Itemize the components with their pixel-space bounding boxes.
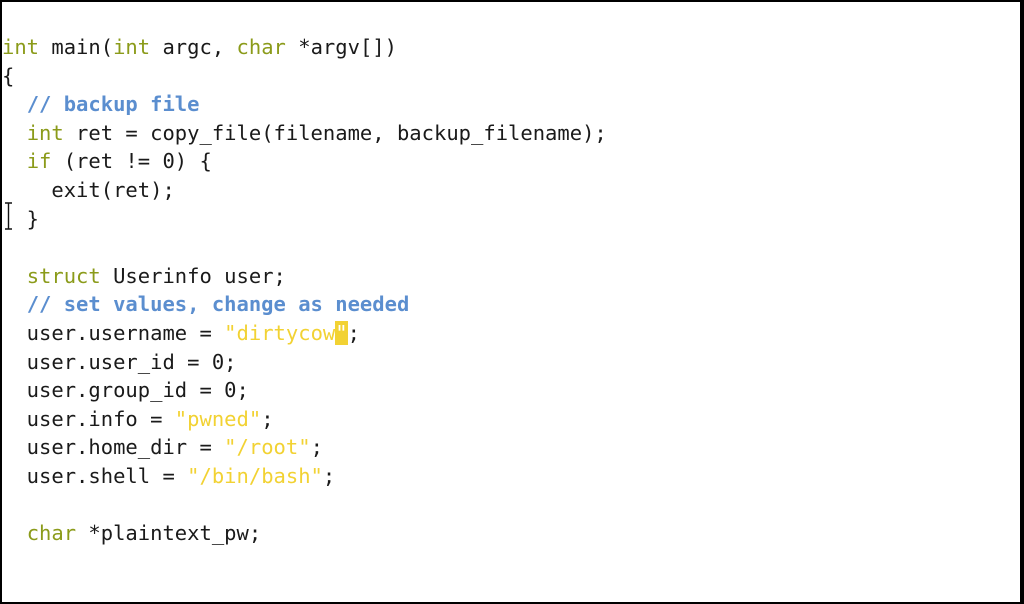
comment-token: // backup file bbox=[26, 92, 200, 117]
code-token: exit(ret); bbox=[2, 177, 175, 202]
code-token bbox=[2, 121, 27, 145]
keyword-token: char bbox=[236, 35, 286, 59]
comment-token: // set values, change as needed bbox=[26, 292, 410, 317]
code-token: user.username = bbox=[2, 320, 225, 345]
code-line[interactable] bbox=[2, 233, 1020, 262]
code-line[interactable]: int main(int argc, char *argv[]) bbox=[2, 33, 1020, 62]
code-token bbox=[2, 292, 27, 316]
code-token: user.group_id = 0; bbox=[2, 378, 249, 403]
code-line[interactable]: user.home_dir = "/root"; bbox=[2, 433, 1020, 462]
code-token bbox=[2, 92, 27, 116]
code-token: ; bbox=[347, 320, 360, 345]
code-line[interactable]: // set values, change as needed bbox=[2, 290, 1020, 319]
code-line[interactable]: } bbox=[2, 205, 1020, 234]
code-token: argc, bbox=[150, 35, 237, 59]
code-token: ; bbox=[322, 463, 336, 488]
code-token: Userinfo user; bbox=[100, 263, 286, 288]
code-line[interactable]: user.username = "dirtycow"; bbox=[2, 319, 1020, 348]
code-token: } bbox=[2, 206, 40, 231]
code-token bbox=[2, 149, 27, 173]
code-line[interactable]: user.shell = "/bin/bash"; bbox=[2, 462, 1020, 491]
code-token: user.info = bbox=[2, 406, 175, 431]
keyword-token: char bbox=[26, 521, 77, 546]
code-token: *argv[]) bbox=[285, 35, 397, 59]
code-token: ret = copy_file(filename, backup_filenam… bbox=[63, 120, 607, 145]
text-cursor: " bbox=[335, 320, 348, 345]
code-token: ; bbox=[310, 435, 323, 460]
code-token bbox=[2, 521, 27, 545]
string-token: "pwned" bbox=[174, 406, 262, 431]
code-editor[interactable]: int main(int argc, char *argv[]){ // bac… bbox=[2, 33, 1020, 548]
code-token: user.home_dir = bbox=[2, 435, 225, 460]
code-line[interactable]: user.group_id = 0; bbox=[2, 376, 1020, 405]
keyword-token: int bbox=[2, 35, 40, 59]
code-line[interactable]: if (ret != 0) { bbox=[2, 147, 1020, 176]
code-token bbox=[2, 264, 27, 288]
code-token: *plaintext_pw; bbox=[76, 521, 262, 546]
code-line[interactable]: user.user_id = 0; bbox=[2, 348, 1020, 377]
code-line[interactable]: char *plaintext_pw; bbox=[2, 519, 1020, 548]
code-token: ; bbox=[261, 406, 274, 431]
code-token: user.shell = bbox=[2, 463, 188, 488]
code-line[interactable] bbox=[2, 491, 1020, 520]
code-token: (ret != 0) { bbox=[51, 149, 212, 174]
code-token: user.user_id = 0; bbox=[2, 349, 237, 374]
keyword-token: int bbox=[26, 120, 64, 145]
string-token: "dirtycow bbox=[224, 320, 336, 345]
string-token: "/root" bbox=[224, 435, 311, 460]
keyword-token: if bbox=[26, 149, 52, 174]
code-line[interactable]: int ret = copy_file(filename, backup_fil… bbox=[2, 119, 1020, 148]
code-line[interactable]: // backup file bbox=[2, 90, 1020, 119]
code-line[interactable]: exit(ret); bbox=[2, 176, 1020, 205]
code-line[interactable]: struct Userinfo user; bbox=[2, 262, 1020, 291]
code-token: main( bbox=[39, 35, 114, 59]
keyword-token: struct bbox=[26, 263, 101, 288]
code-line[interactable]: user.info = "pwned"; bbox=[2, 405, 1020, 434]
i-beam-cursor-icon bbox=[5, 202, 12, 230]
keyword-token: int bbox=[113, 35, 151, 59]
string-token: "/bin/bash" bbox=[187, 463, 323, 488]
code-line[interactable]: { bbox=[2, 62, 1020, 91]
code-token: { bbox=[2, 63, 15, 88]
